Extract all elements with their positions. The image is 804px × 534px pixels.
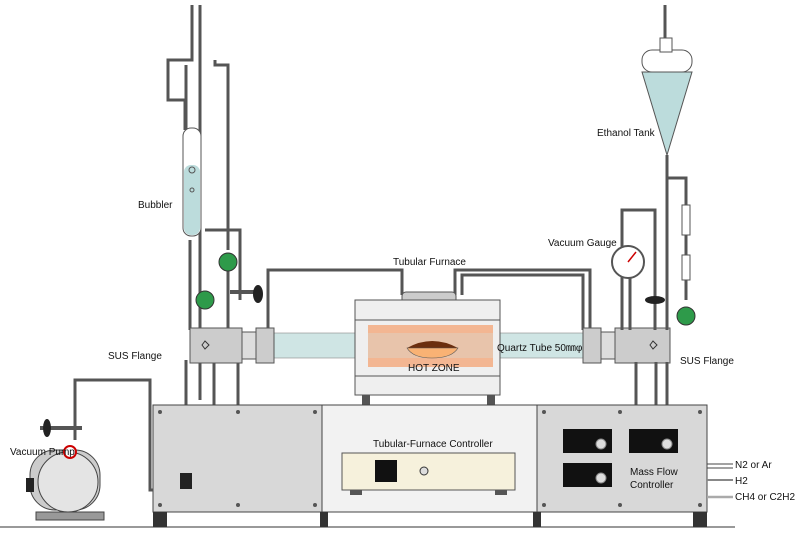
label-sus-flange-left: SUS Flange: [108, 351, 162, 362]
gauge-needle-icon: [627, 251, 637, 263]
label-vacuum-gauge: Vacuum Gauge: [548, 238, 617, 249]
label-mfc-line1: Mass Flow: [630, 467, 679, 478]
label-gas-h2: H2: [735, 476, 748, 487]
valve-icon: [218, 252, 238, 272]
sus-flange-left: [189, 327, 275, 364]
valve-handle-icon: [43, 419, 51, 437]
sample-boat-icon: [407, 341, 458, 348]
bubbler-liquid: [184, 165, 200, 235]
label-tubular-furnace: Tubular Furnace: [393, 257, 466, 268]
ethanol-tank-assembly: [620, 5, 696, 405]
vacuum-pump: [26, 378, 153, 521]
controller-display: [375, 460, 397, 482]
label-mfc-line2: Controller: [630, 480, 674, 491]
label-bubbler: Bubbler: [138, 200, 173, 211]
furnace-controller: [341, 452, 516, 495]
label-gas-n2-ar: N2 or Ar: [735, 460, 772, 471]
vacuum-gauge: [611, 245, 645, 279]
label-furnace-controller: Tubular-Furnace Controller: [373, 439, 493, 450]
mass-flow-controller-units: [563, 429, 678, 487]
gas-inlet-lines: [707, 463, 733, 499]
label-ethanol-tank: Ethanol Tank: [597, 128, 656, 139]
valve-icon: [676, 306, 696, 326]
label-gas-ch4-c2h2: CH4 or C2H2: [735, 492, 795, 503]
label-quartz-tube: Quartz Tube 50㎜φ: [497, 343, 583, 354]
valve-handle-icon: [645, 296, 665, 304]
valve-handle-icon: [253, 285, 263, 303]
bubbler-assembly: [166, 5, 242, 405]
label-hot-zone: HOT ZONE: [408, 363, 460, 374]
power-switch-icon[interactable]: [180, 473, 192, 489]
label-sus-flange-right: SUS Flange: [680, 356, 734, 367]
tubular-furnace: [354, 291, 501, 405]
sus-flange-right: [582, 327, 671, 364]
controller-knob-icon[interactable]: [419, 466, 429, 476]
valve-icon: [195, 290, 215, 310]
label-vacuum-pump: Vacuum Pump: [10, 447, 75, 458]
